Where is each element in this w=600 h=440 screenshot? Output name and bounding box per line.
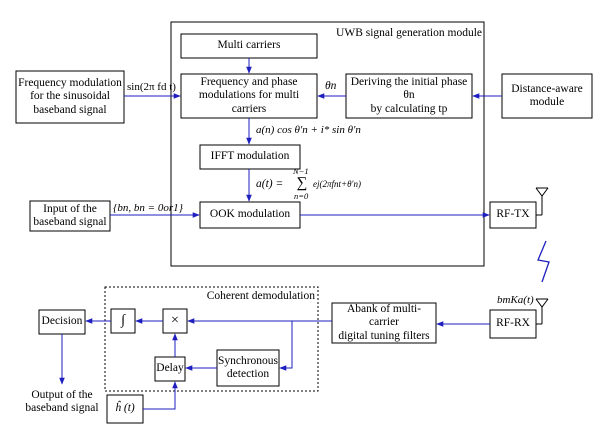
distance-aware-label: Distance-aware module — [511, 82, 583, 108]
input-baseband-label: Input of the baseband signal — [33, 202, 107, 228]
ook-label: OOK modulation — [209, 208, 291, 221]
sin-signal-label: sin(2π fd t) — [127, 80, 176, 93]
freq-mod-sinusoidal-box — [15, 70, 125, 124]
ifft-box — [199, 144, 301, 170]
theta-n-label: θn — [325, 80, 337, 93]
sync-detection-label: Synchronous detection — [217, 354, 279, 380]
deriving-phase-box — [345, 73, 473, 119]
a-cos-label: a(n) cos θ′n + i* sin θ′n — [256, 124, 361, 137]
a-t-label: a(t) = — [256, 178, 284, 191]
integrator-box — [110, 308, 136, 334]
arrow-filter-to-sync — [279, 321, 293, 371]
ook-box — [199, 201, 301, 229]
coherent-demod-title: Coherent demodulation — [206, 290, 315, 303]
sum-upper-label: N−1 — [293, 166, 309, 177]
tx-antenna-icon — [535, 187, 549, 216]
multiplier-label: × — [171, 312, 179, 328]
arrow-hhat-to-delay — [143, 381, 178, 410]
decision-label: Decision — [41, 315, 83, 328]
uwb-module-title: UWB signal generation module — [336, 27, 482, 40]
rx-signal-label: bmKa(t) — [497, 293, 534, 306]
filter-bank-label: Abank of multi-carrier digital tuning fi… — [338, 303, 430, 342]
integrator-label: ∫ — [121, 312, 125, 328]
wireless-link-icon — [537, 240, 550, 283]
freq-mod-sinusoidal-label: Frequency modulation for the sinusoidal … — [18, 77, 122, 116]
rx-antenna-icon — [535, 298, 549, 325]
rf-rx-box — [489, 309, 537, 339]
ifft-label: IFFT modulation — [210, 150, 290, 163]
rf-rx-label: RF-RX — [496, 317, 530, 330]
freq-phase-mod-label: Frequency and phase modulations for mult… — [198, 76, 300, 115]
sum-term-label: ej(2πfnt+θ′n) — [313, 179, 361, 190]
input-baseband-box — [29, 200, 111, 232]
deriving-phase-label: Deriving the initial phase θn by calcula… — [350, 76, 468, 115]
rf-tx-box — [489, 201, 537, 229]
h-hat-box — [106, 394, 144, 424]
delay-label: Delay — [156, 362, 184, 375]
uwb-module-frame — [170, 21, 485, 267]
sum-lower-label: n=0 — [294, 191, 309, 202]
bn-set-label: {bn, bn = 0or1} — [113, 201, 184, 214]
decision-box — [38, 309, 86, 335]
multiplier-box — [162, 308, 188, 334]
filter-bank-box — [331, 302, 437, 344]
output-baseband-label: Output of the baseband signal — [25, 388, 99, 414]
sum-symbol: ∑ — [296, 175, 308, 192]
multi-carriers-label: Multi carriers — [217, 39, 281, 52]
rf-tx-label: RF-TX — [496, 208, 530, 221]
coherent-demod-frame — [104, 286, 319, 392]
delay-box — [154, 356, 186, 382]
freq-phase-mod-box — [180, 73, 318, 119]
h-hat-label: ĥ (t) — [115, 402, 135, 415]
